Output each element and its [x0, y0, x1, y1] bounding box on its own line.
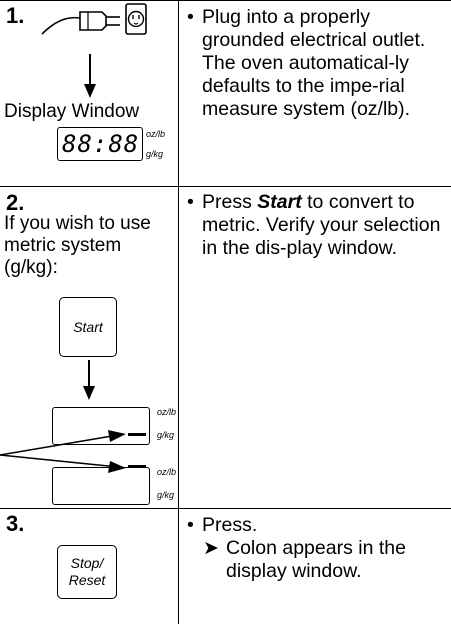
display-window-lower — [52, 467, 150, 505]
result-arrow-icon: ➤ — [203, 538, 219, 559]
metric-condition-text: If you wish to use metric system (g/kg): — [4, 213, 151, 278]
display-digits: 88:88 — [62, 130, 140, 158]
step-3-number: 3. — [6, 511, 25, 536]
indicator-bar-lower — [128, 465, 146, 468]
step-1-instruction: • Plug into a properly grounded electric… — [187, 6, 447, 182]
bullet: • — [187, 191, 194, 213]
unit-imperial-label: oz/lb — [157, 467, 177, 477]
column-divider — [178, 0, 179, 624]
unit-metric-label: g/kg — [157, 490, 175, 500]
bullet: • — [187, 514, 194, 536]
result-text: Colon appears in the display window. — [226, 537, 406, 582]
bullet: • — [187, 6, 194, 28]
row-divider-2 — [0, 508, 451, 509]
down-arrow-icon — [84, 54, 96, 98]
start-button[interactable]: Start — [59, 297, 117, 357]
unit-imperial-label: oz/lb — [146, 129, 166, 139]
display-window: 88:88 — [57, 127, 143, 161]
top-border — [0, 0, 451, 1]
down-arrow-icon — [83, 360, 95, 400]
start-key-name: Start — [257, 191, 302, 213]
press-text: Press. — [202, 514, 258, 536]
pointer-arrows-icon — [0, 430, 126, 473]
step-1-text: Plug into a properly grounded electrical… — [202, 6, 426, 120]
stop-reset-button[interactable]: Stop/ Reset — [57, 545, 117, 599]
indicator-bar-upper — [128, 433, 146, 436]
row-divider-1 — [0, 186, 451, 187]
power-plug-icon — [41, 3, 147, 35]
press-word: Press — [202, 191, 252, 213]
unit-imperial-label: oz/lb — [157, 407, 177, 417]
display-window-label: Display Window — [4, 101, 140, 122]
step-2-number: 2. — [6, 190, 25, 215]
unit-metric-label: g/kg — [157, 430, 175, 440]
step-1-number: 1. — [6, 3, 25, 28]
unit-metric-label: g/kg — [146, 149, 164, 159]
step-2-text-rest: to convert to metric. Verify your select… — [202, 191, 441, 259]
step-2-text: Press Start to convert to metric. Verify… — [202, 191, 447, 260]
